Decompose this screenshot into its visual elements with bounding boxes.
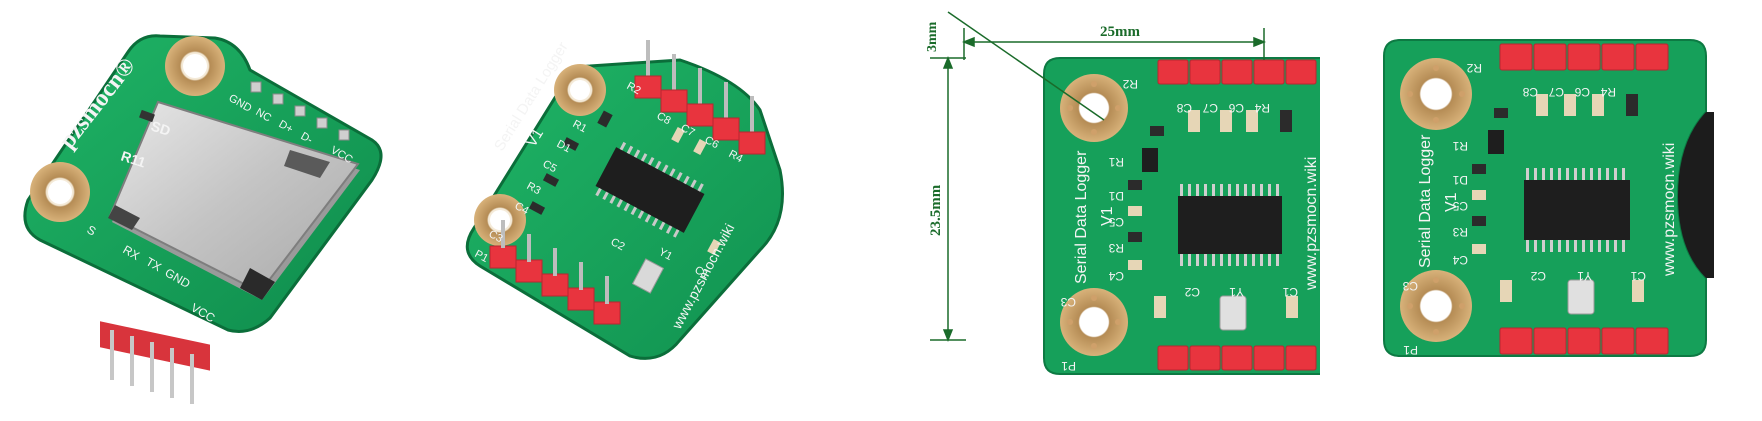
silk-r2: R2: [625, 80, 643, 97]
dimension-markers: [930, 11, 1267, 343]
header-bottom: [489, 220, 621, 325]
board-title: Serial Data Logger: [1417, 134, 1434, 268]
silk-y1: Y1: [657, 246, 675, 263]
board-version: V1: [1099, 206, 1116, 226]
ic-chip: [1524, 168, 1630, 252]
silk-c8: C8: [655, 110, 673, 127]
board-version: V1: [1443, 192, 1460, 212]
silk-r1: R1: [1108, 155, 1124, 169]
side-pin-holes: [250, 81, 350, 141]
header-bottom: [1157, 345, 1317, 371]
dimension-hole: 3mm: [925, 21, 940, 52]
silk-p1: P1: [1403, 343, 1418, 357]
crystal-y1: [631, 258, 665, 294]
silk-r2: R2: [1122, 77, 1138, 91]
silk-c4: C4: [513, 200, 531, 217]
silk-c3: C3: [1060, 295, 1076, 309]
board-url: www.pzsmocn.wiki: [1303, 157, 1320, 291]
photo-top-angle: Serial Data Logger V1 www.pzsmocn.wiki R…: [460, 0, 880, 421]
silk-tx: TX: [144, 254, 164, 274]
silk-c6: C6: [703, 134, 721, 151]
silk-sd: SD: [149, 118, 172, 139]
silk-d1: D1: [555, 138, 573, 155]
silk-r1: R1: [571, 118, 589, 135]
board-title: Serial Data Logger: [1073, 150, 1090, 284]
silk-r3: R3: [525, 180, 543, 197]
silk-c7: C7: [679, 122, 697, 139]
sd-card-slot: [108, 100, 360, 300]
silk-c7: C7: [1548, 85, 1564, 99]
mount-hole-bottom: [1060, 288, 1128, 356]
silk-y1: Y1: [1577, 269, 1592, 283]
silk-c2: C2: [609, 236, 627, 253]
smd-parts: [528, 110, 721, 256]
silk-r4: R4: [727, 148, 745, 165]
silk-c4: C4: [1108, 269, 1124, 283]
silk-c8: C8: [1176, 101, 1192, 115]
silk-c1: C1: [693, 264, 711, 281]
header-top: [1157, 59, 1317, 85]
smd-parts: [1472, 94, 1644, 302]
board-url: www.pzsmocn.wiki: [1661, 143, 1678, 277]
photo-top-dimensions: Serial Data Logger V1 www.pzsmocn.wiki R…: [920, 0, 1320, 421]
silk-r3: R3: [1108, 241, 1124, 255]
silk-c5: C5: [1452, 199, 1468, 213]
header-top: [1499, 43, 1669, 71]
silk-c4: C4: [1452, 253, 1468, 267]
ic-chip: [595, 141, 705, 238]
silk-c6: C6: [1228, 101, 1244, 115]
mount-hole-top: [1060, 74, 1128, 142]
smd-component: [139, 109, 155, 123]
photo-top-view: Serial Data Logger V1 www.pzsmocn.wiki R…: [1360, 0, 1760, 421]
silk-c3: C3: [487, 228, 505, 245]
silk-d1: D1: [1108, 189, 1124, 203]
header-top: [634, 40, 766, 155]
silk-c1: C1: [1282, 285, 1298, 299]
dimension-width: 25mm: [1100, 24, 1140, 40]
ic-chip: [1178, 184, 1282, 266]
silk-p1: P1: [1061, 359, 1076, 373]
silk-r3: R3: [1452, 225, 1468, 239]
silk-c1: C1: [1630, 269, 1646, 283]
header-bottom: [1499, 327, 1669, 355]
silk-c6: C6: [1574, 85, 1590, 99]
silk-c2: C2: [1184, 285, 1200, 299]
silk-c7: C7: [1202, 101, 1218, 115]
smd-parts: [1128, 110, 1298, 318]
silk-r11: R11: [119, 148, 148, 171]
silk-c3: C3: [1402, 279, 1418, 293]
silk-d1: D1: [1452, 173, 1468, 187]
bottom-pins: [100, 321, 210, 404]
silk-c5: C5: [1108, 215, 1124, 229]
dimension-height: 23.5mm: [928, 184, 944, 236]
silk-y1: Y1: [1229, 285, 1244, 299]
silk-r4: R4: [1600, 85, 1616, 99]
silk-c8: C8: [1522, 85, 1538, 99]
silk-r1: R1: [1452, 139, 1468, 153]
silk-r2: R2: [1466, 61, 1482, 75]
photo-sd-side: pzsmocn® R11 SD GND NC D+ D- VCC S RX TX…: [0, 0, 440, 421]
silk-c5: C5: [541, 158, 559, 175]
silk-p1: P1: [473, 248, 491, 265]
crystal-y1: [1567, 279, 1595, 315]
silk-dminus: D-: [299, 130, 315, 146]
mount-hole-bottom: [1400, 270, 1472, 342]
silk-r4: R4: [1254, 101, 1270, 115]
mount-hole-top: [1400, 58, 1472, 130]
crystal-y1: [1219, 295, 1247, 331]
silk-c2: C2: [1530, 269, 1546, 283]
